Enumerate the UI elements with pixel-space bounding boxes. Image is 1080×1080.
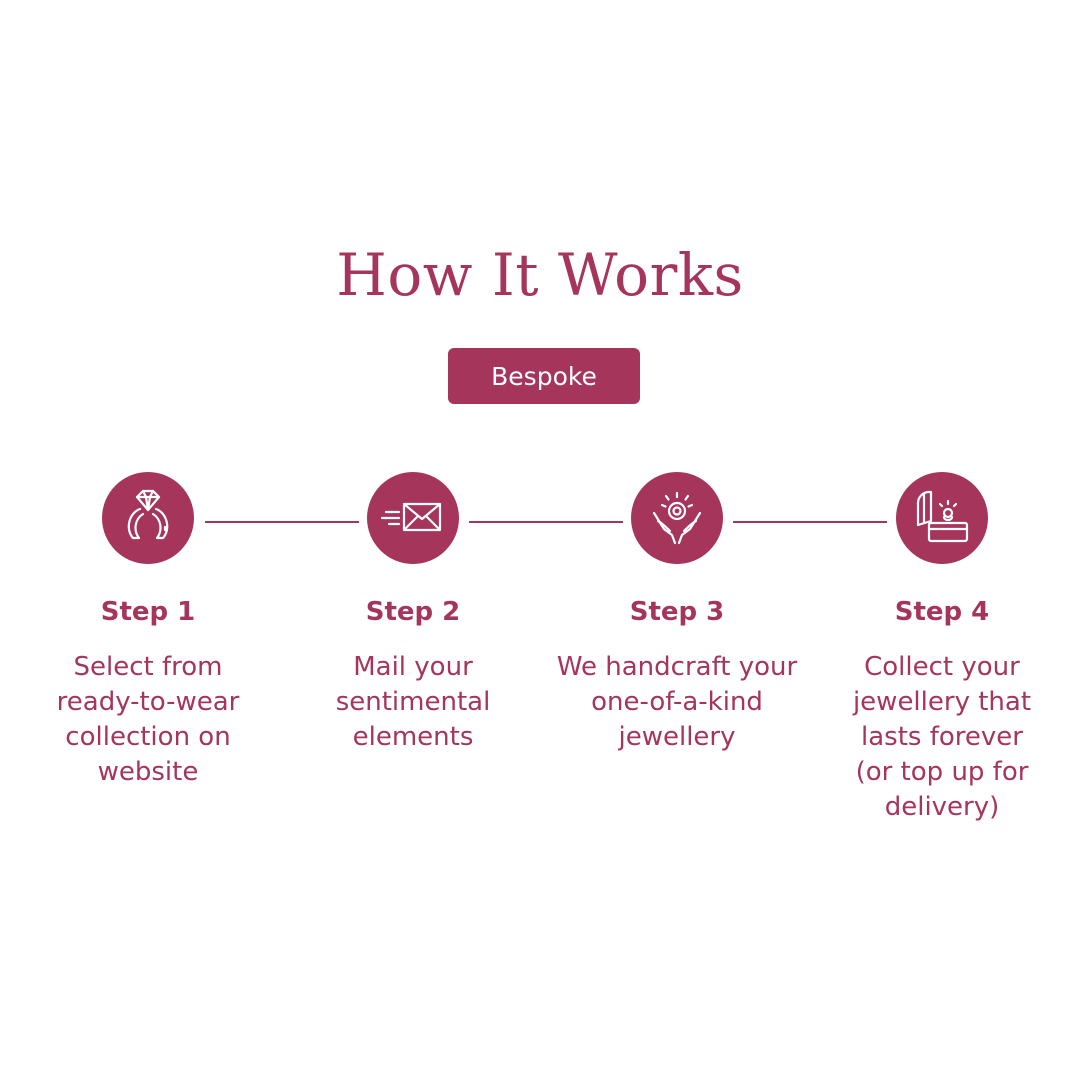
step-4-description: Collect your jewellery that lasts foreve… [810,650,1074,825]
jewellery-box-icon [916,490,969,543]
step-2-label: Step 2 [365,597,461,627]
step-4-line-2: jewellery that [852,687,1032,717]
step-3-line-1: We handcraft your [556,652,798,682]
step-1-circle [102,472,194,564]
step-4-line-5: delivery) [884,792,1000,822]
step-connector-3-4 [733,521,887,523]
step-4-line-1: Collect your [864,652,1020,682]
step-1-line-4: website [97,757,199,787]
step-connector-2-3 [469,521,623,523]
step-4: Step 4 Collect your jewellery that lasts… [810,592,1074,825]
step-1-line-2: ready-to-wear [56,687,240,717]
step-connector-1-2 [205,521,359,523]
step-3: Step 3 We handcraft your one-of-a-kind j… [545,592,809,755]
step-4-line-3: lasts forever [861,722,1023,752]
step-4-line-4: (or top up for [855,757,1029,787]
step-2: Step 2 Mail your sentimental elements [281,592,545,755]
hands-gem-icon [652,491,702,545]
step-1: Step 1 Select from ready-to-wear collect… [16,592,280,790]
step-3-line-2: one-of-a-kind [591,687,763,717]
step-2-description: Mail your sentimental elements [281,650,545,755]
diamond-ring-icon [127,489,169,540]
mail-envelope-icon [380,502,442,532]
step-1-line-3: collection on [65,722,231,752]
page-title: How It Works [336,241,744,309]
step-3-line-3: jewellery [618,722,736,752]
bespoke-badge[interactable]: Bespoke [448,348,640,404]
step-2-line-1: Mail your [353,652,473,682]
step-1-line-1: Select from [73,652,223,682]
step-1-label: Step 1 [100,597,196,627]
step-4-label: Step 4 [894,597,990,627]
step-4-circle [896,472,988,564]
step-2-line-2: sentimental [335,687,491,717]
step-2-circle [367,472,459,564]
step-3-description: We handcraft your one-of-a-kind jeweller… [545,650,809,755]
step-3-circle [631,472,723,564]
step-2-line-3: elements [352,722,474,752]
step-3-label: Step 3 [629,597,725,627]
step-1-description: Select from ready-to-wear collection on … [16,650,280,790]
